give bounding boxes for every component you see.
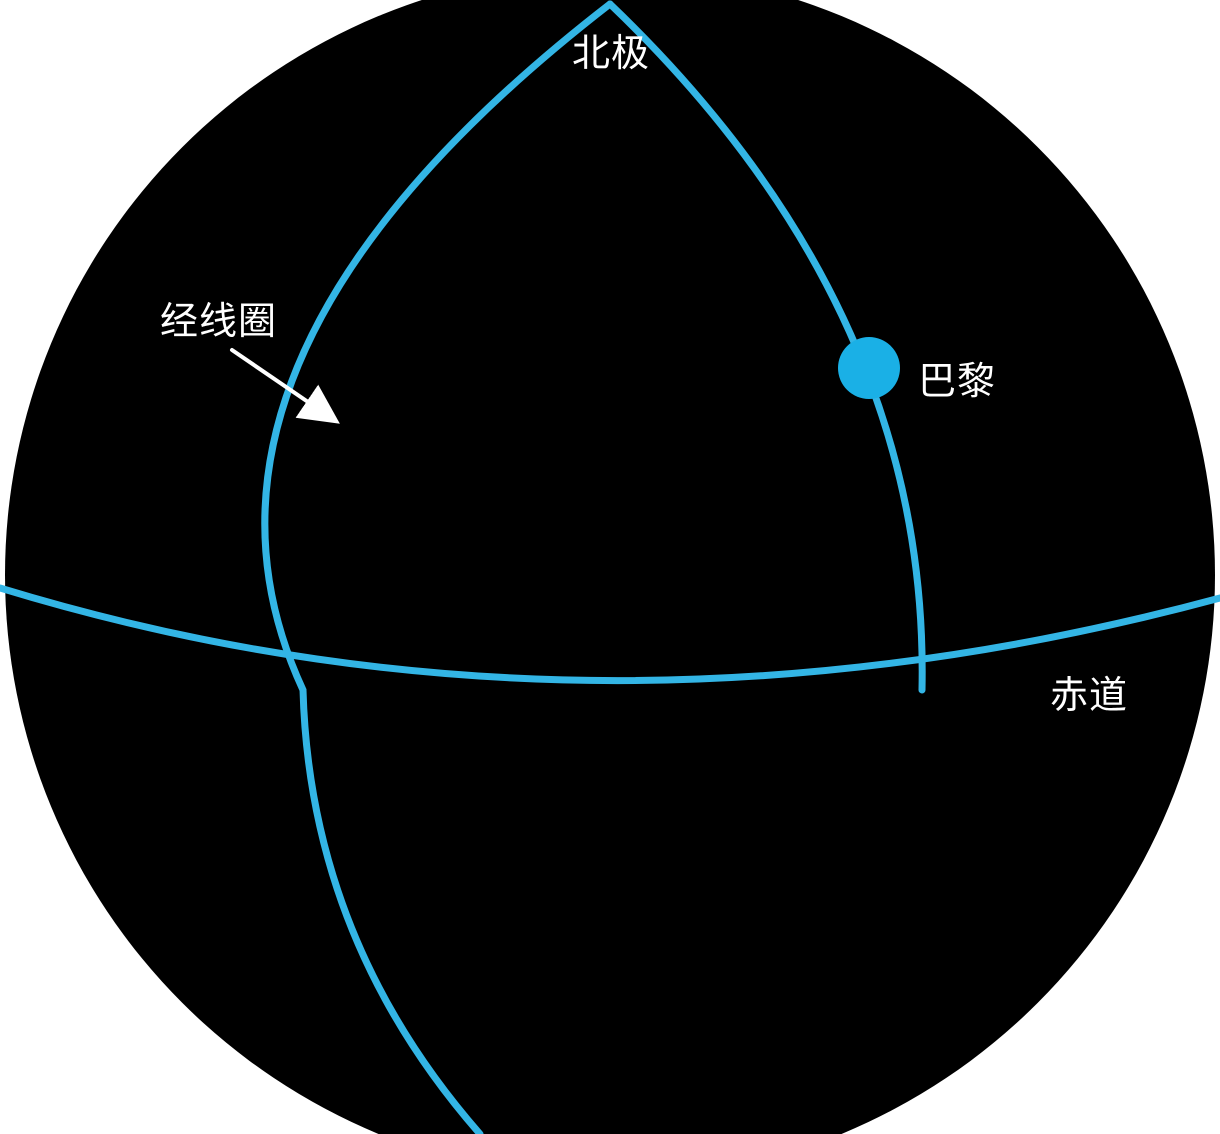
meridian-circle-line: [261, 0, 614, 1134]
paris-meridian-line: [606, 0, 926, 694]
paris-marker-icon: [838, 337, 900, 399]
equator-label: 赤道: [1050, 673, 1129, 717]
north-pole-label: 北极: [572, 31, 651, 75]
equator-line: [0, 584, 1220, 685]
meridian-label: 经线圈: [160, 299, 278, 343]
paris-label: 巴黎: [918, 359, 997, 403]
watermark-text: 知乎 @笨笨: [1000, 1063, 1166, 1098]
globe-sphere: [5, 0, 1215, 1134]
meridian-pointer-arrow-icon: [230, 348, 340, 424]
